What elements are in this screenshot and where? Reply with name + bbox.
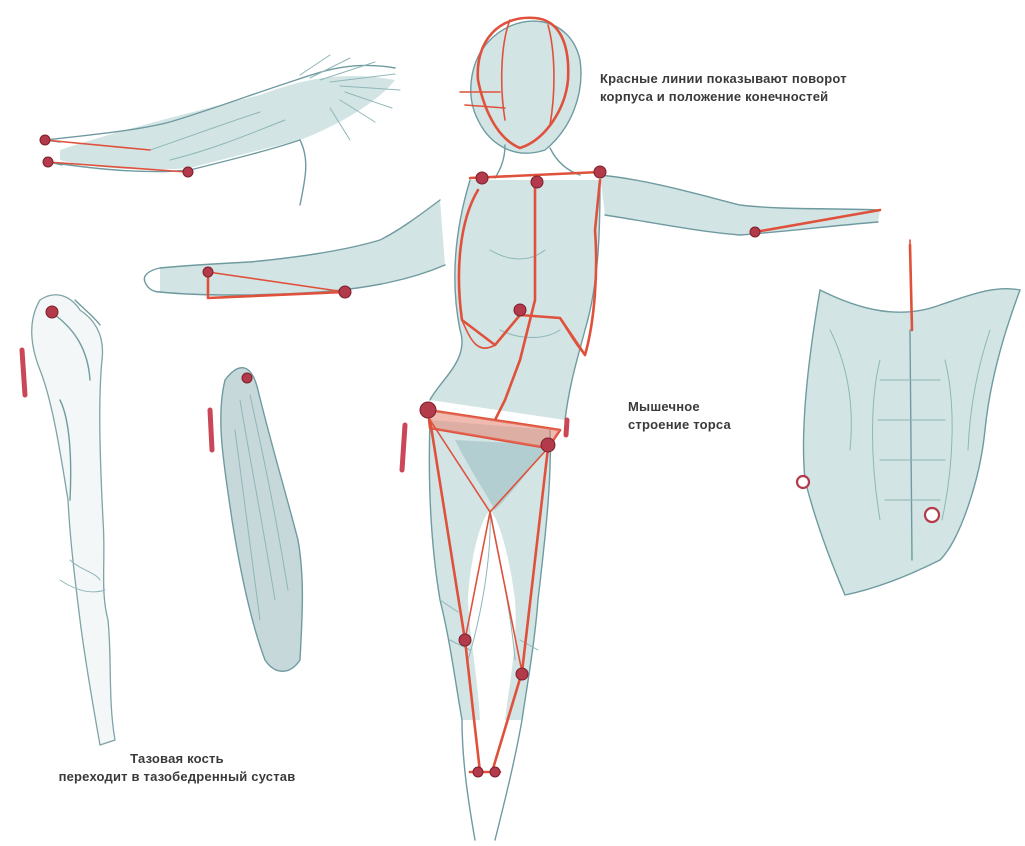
caption-pelvis: Тазовая кость переходит в тазобедренный …	[12, 750, 342, 786]
caption-torso: Мышечное строение торса	[628, 398, 731, 434]
caption-torso-line2: строение торса	[628, 416, 731, 434]
caption-pelvis-line1: Тазовая кость	[12, 750, 342, 768]
caption-pelvis-line2: переходит в тазобедренный сустав	[12, 768, 342, 786]
torso-muscle-sketch	[797, 245, 1020, 595]
caption-red-lines-line2: корпуса и положение конечностей	[600, 88, 847, 106]
caption-red-lines-line1: Красные линии показывают поворот	[600, 70, 847, 88]
pelvis-bone-sketch	[22, 295, 115, 745]
caption-red-lines: Красные линии показывают поворот корпуса…	[600, 70, 847, 106]
arm-muscle-sketch	[40, 55, 400, 205]
thigh-muscle-sketch	[210, 368, 302, 672]
caption-torso-line1: Мышечное	[628, 398, 731, 416]
